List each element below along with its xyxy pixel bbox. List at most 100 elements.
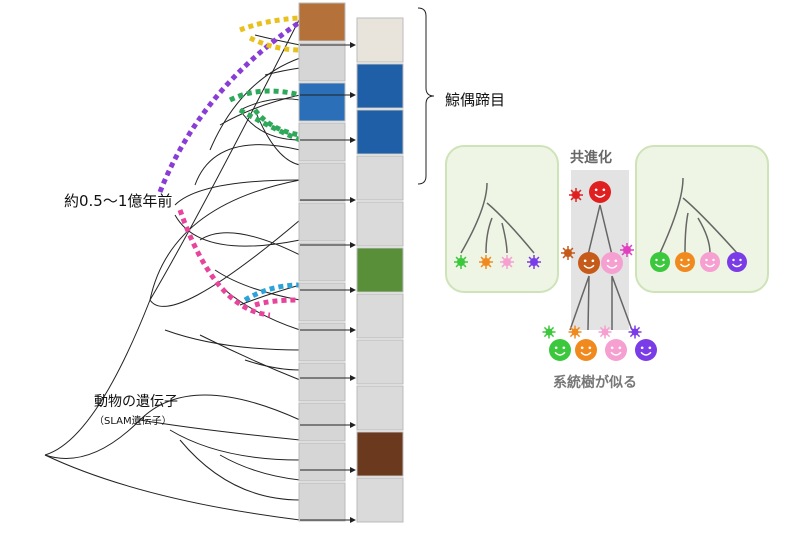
tree-branch [149, 17, 301, 301]
hippo-photo [298, 122, 346, 162]
yellow-lineage [248, 35, 301, 53]
host-mini-tree [659, 177, 738, 254]
virus-mini-tree [460, 182, 535, 254]
monkey-photo [298, 482, 346, 522]
smiley-face-icon [575, 339, 597, 361]
coevolution-illustration [445, 145, 769, 361]
coevolution-links [569, 204, 633, 331]
virus-icon [569, 188, 583, 202]
cat-photo [356, 201, 404, 247]
smiley-face-icon [650, 252, 670, 272]
virus-lineage-dots [157, 15, 302, 318]
smiley-face-icon [578, 252, 600, 274]
smiley-face-icon [727, 252, 747, 272]
lemur-photo [298, 442, 346, 482]
tree-branch [174, 179, 301, 206]
tree-branch [214, 269, 301, 301]
green-lineage [253, 108, 301, 138]
age-label: 約0.5～1億年前 [64, 192, 173, 210]
pink-lineage [254, 297, 301, 308]
rabbit-photo [298, 362, 346, 402]
virus-icon [542, 325, 556, 339]
blue-lineage [243, 282, 301, 303]
tree-branch [194, 144, 301, 186]
smiley-face-icon [635, 339, 657, 361]
arrow-head [350, 517, 356, 523]
tree-branch [219, 94, 301, 126]
animal-phylogenetic-tree [44, 17, 301, 521]
animal-photos [298, 2, 404, 523]
virus-icon [598, 325, 612, 339]
seal-photo [298, 282, 346, 322]
tree-branch [44, 179, 301, 456]
deer-photo [298, 42, 346, 82]
arrows [300, 42, 356, 523]
tree-branch [149, 219, 301, 307]
coevolution-label: 共進化 [570, 150, 612, 166]
virus-icon [479, 255, 493, 269]
armadillo-photo [298, 402, 346, 442]
virus-icon [500, 255, 514, 269]
smiley-face-icon [700, 252, 720, 272]
smiley-face-icon [589, 181, 611, 203]
smiley-face-icon [675, 252, 695, 272]
gene-sublabel: （SLAM遺伝子） [94, 416, 172, 427]
arrow-head [350, 287, 356, 293]
similar-trees-label: 系統樹が似る [553, 375, 637, 391]
tree-branch [264, 67, 301, 76]
virus-icon [628, 325, 642, 339]
tree-branch [139, 419, 301, 441]
dog-photo [356, 247, 404, 293]
virus-tree-panel [445, 145, 559, 293]
virus-icon [568, 325, 582, 339]
tree-branch [169, 429, 301, 461]
tree-branch [44, 394, 301, 459]
camel-photo [356, 155, 404, 201]
cow-photo [298, 2, 346, 42]
arrow-head [350, 137, 356, 143]
smiley-face-icon [601, 252, 623, 274]
sloth-photo [356, 385, 404, 431]
virus-icon [454, 255, 468, 269]
pig-photo [298, 162, 346, 202]
order-bracket [417, 7, 435, 185]
tree-branch [244, 359, 301, 371]
virus-icon [561, 246, 575, 260]
tree-branch [224, 289, 301, 331]
tree-branch [219, 454, 301, 481]
sheep-photo [356, 17, 404, 63]
arrow-head [350, 467, 356, 473]
arrow-head [350, 375, 356, 381]
arrow-head [350, 42, 356, 48]
virus-icon [620, 243, 634, 257]
tree-branch [174, 214, 301, 247]
arrow-head [350, 197, 356, 203]
order-label: 鯨偶蹄目 [445, 91, 506, 109]
tree-branch [164, 329, 301, 351]
mouse-photo [356, 477, 404, 523]
tree-branch [239, 98, 301, 111]
purple-lineage [157, 19, 302, 193]
tree-branch [199, 334, 301, 381]
arrow-head [350, 92, 356, 98]
tree-branch [44, 454, 301, 521]
tree-branch [179, 439, 301, 501]
arrow-head [350, 422, 356, 428]
whale-photo [356, 63, 404, 109]
green-lineage [228, 88, 301, 103]
tree-branch [199, 232, 301, 256]
gene-label: 動物の遺伝子 [94, 394, 178, 410]
arrow-head [350, 242, 356, 248]
horse-photo [298, 202, 346, 242]
smiley-face-icon [549, 339, 571, 361]
dolphin-photo [298, 82, 346, 122]
leopard-photo [298, 242, 346, 282]
bat-photo [298, 322, 346, 362]
orca-photo [356, 109, 404, 155]
smiley-face-icon [605, 339, 627, 361]
elephant-photo [356, 339, 404, 385]
virus-icon [527, 255, 541, 269]
tree-branch [239, 284, 301, 306]
human-photo [356, 431, 404, 477]
